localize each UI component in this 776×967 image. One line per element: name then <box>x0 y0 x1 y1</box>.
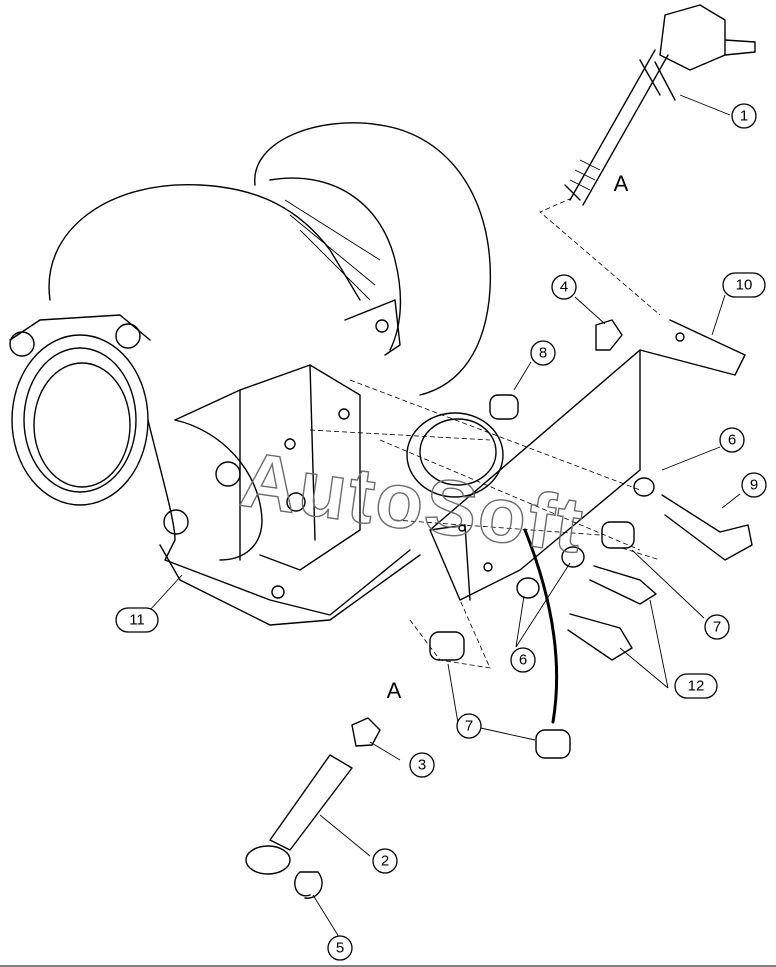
reference-letter-a-lower: A <box>387 678 402 703</box>
svg-text:11: 11 <box>129 612 145 629</box>
watermark: AutoSoft <box>236 435 590 570</box>
callout-12: 12 <box>674 673 718 699</box>
rod-end-2 <box>269 754 353 851</box>
rod-eye <box>245 845 291 875</box>
svg-text:12: 12 <box>688 678 705 695</box>
nut-4 <box>595 319 623 351</box>
callout-7-right: 7 <box>704 614 730 640</box>
callout-8: 8 <box>530 340 556 366</box>
svg-text:2: 2 <box>381 853 389 870</box>
spacer-7-upper <box>601 521 635 549</box>
svg-text:8: 8 <box>539 345 547 362</box>
svg-text:7: 7 <box>465 718 473 735</box>
callout-11: 11 <box>115 607 159 633</box>
svg-text:3: 3 <box>418 757 426 774</box>
callout-1: 1 <box>731 103 757 129</box>
callout-6-lower: 6 <box>510 647 536 673</box>
bolt-9 <box>661 494 753 561</box>
callout-9: 9 <box>741 472 767 498</box>
alignment-lines <box>309 197 661 669</box>
svg-text:10: 10 <box>736 277 753 294</box>
callout-3: 3 <box>409 752 435 778</box>
washer-6-lower-left <box>516 577 540 599</box>
svg-text:7: 7 <box>713 619 721 636</box>
callout-2: 2 <box>372 848 398 874</box>
leader-lines <box>149 94 741 938</box>
reference-letter-a-upper: A <box>614 171 629 196</box>
fasteners <box>245 319 753 899</box>
bolt-12-lower <box>567 613 633 661</box>
svg-text:9: 9 <box>750 477 758 494</box>
svg-text:6: 6 <box>728 432 736 449</box>
spacer-7-lower-right <box>535 729 571 759</box>
wastegate-actuator <box>564 4 756 206</box>
callout-5: 5 <box>327 935 353 961</box>
clip-5 <box>294 871 323 899</box>
callout-4: 4 <box>551 274 577 300</box>
bracket <box>429 319 746 601</box>
svg-text:5: 5 <box>336 940 344 957</box>
washer-6-lower-right <box>561 546 585 568</box>
washer-6-upper <box>633 477 655 497</box>
bolt-12-upper <box>589 565 657 605</box>
callout-10: 10 <box>722 272 766 298</box>
nut-3 <box>351 717 381 747</box>
spacer-7-lower-left <box>429 631 465 661</box>
callout-6-upper: 6 <box>719 427 745 453</box>
turbocharger-assembly <box>9 122 504 626</box>
spacer-8 <box>489 394 519 420</box>
svg-text:6: 6 <box>519 652 527 669</box>
callout-7-lower: 7 <box>456 713 482 739</box>
svg-text:1: 1 <box>740 108 748 125</box>
svg-text:4: 4 <box>560 279 568 296</box>
